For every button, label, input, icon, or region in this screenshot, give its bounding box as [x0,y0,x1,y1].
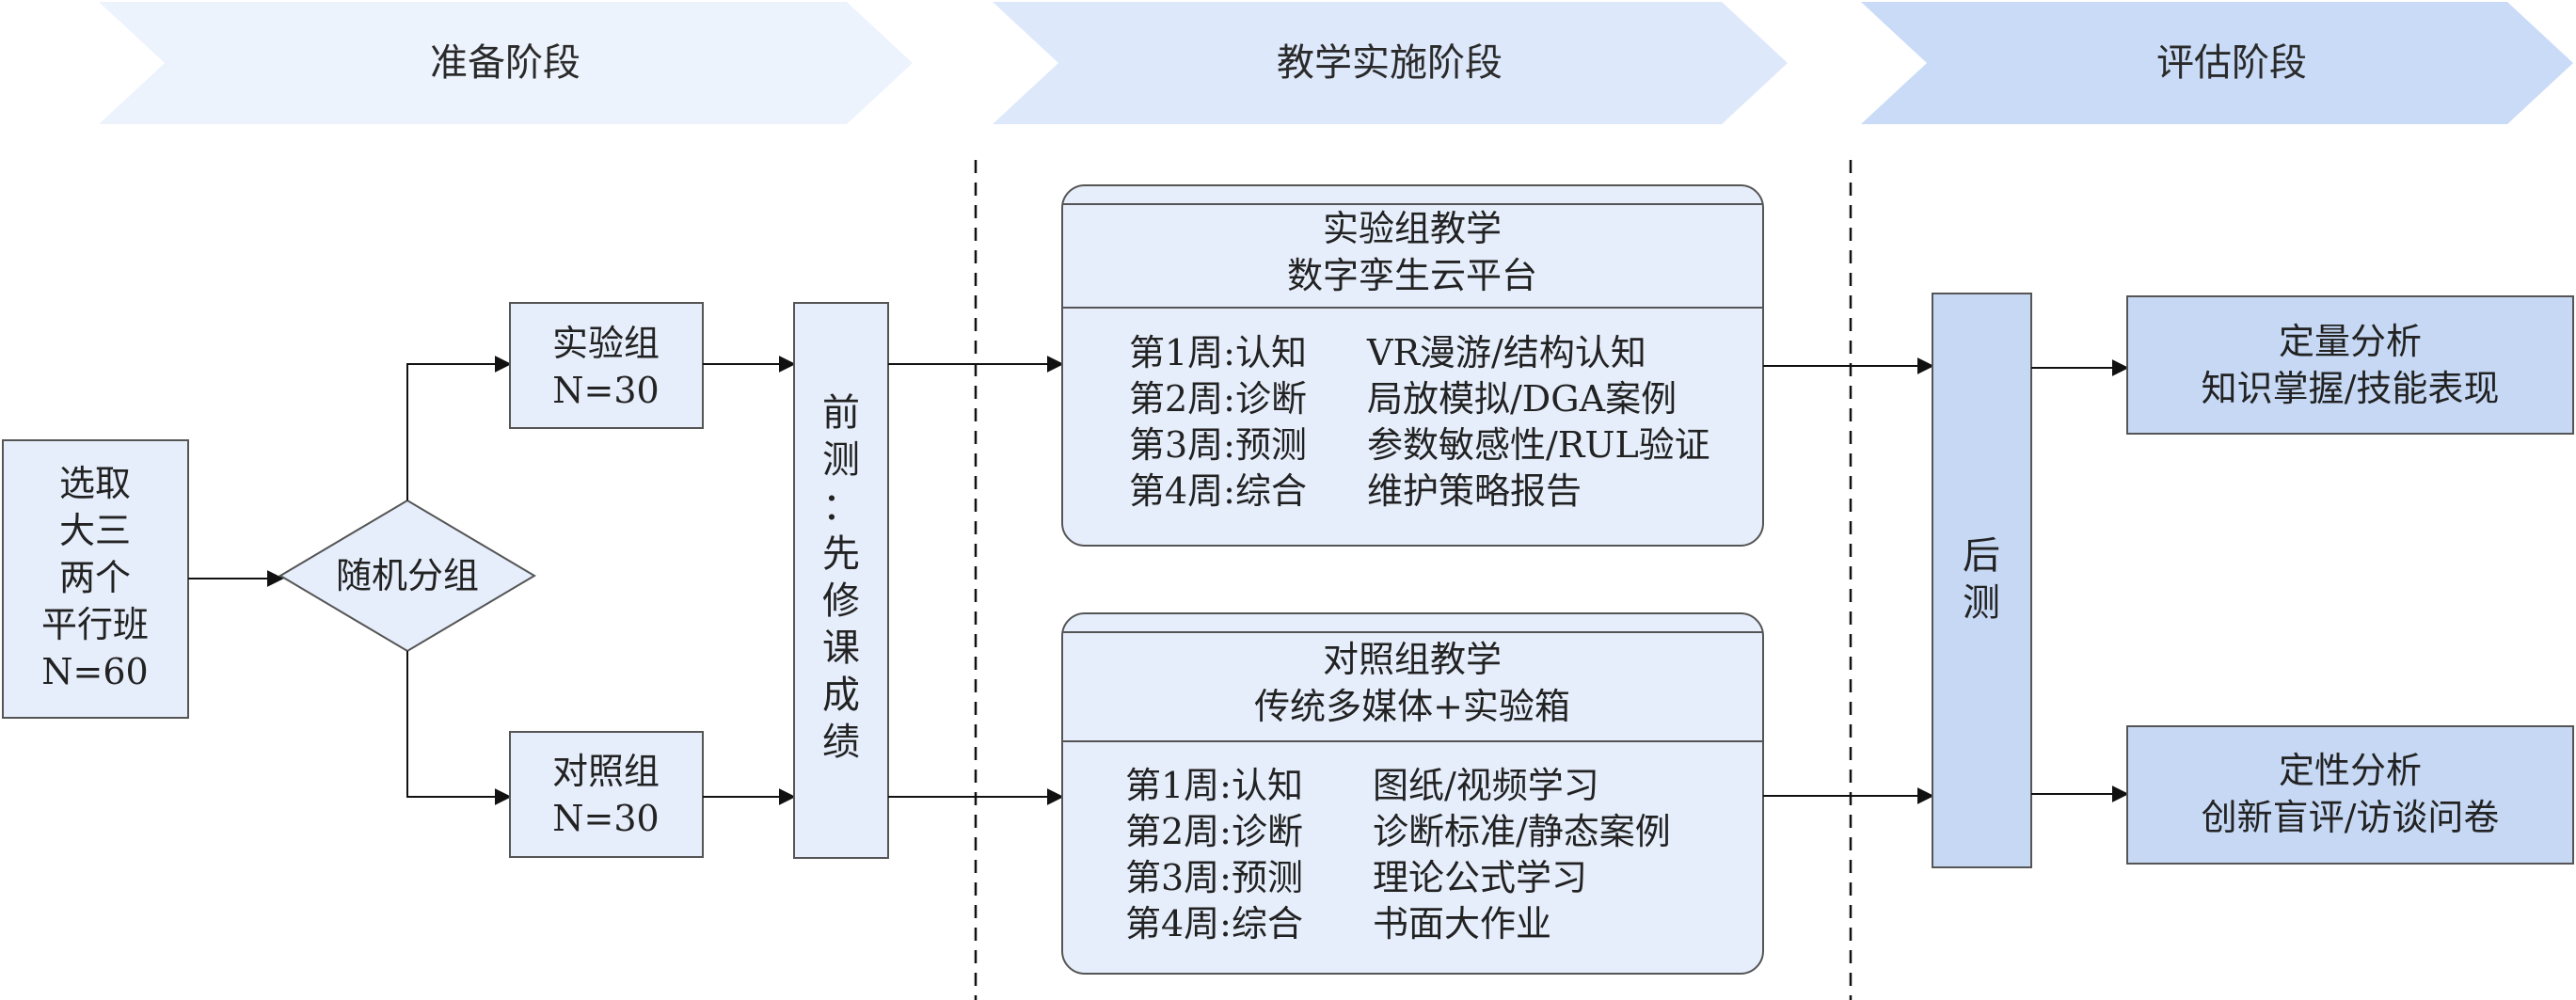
pretest-char-4: 先 [822,532,860,576]
control-group-name: 对照组 [552,751,660,792]
pretest-char-8: 绩 [822,721,860,764]
control-week-1-content: 图纸/视频学习 [1373,765,1599,806]
experimental-week-3-content: 参数敏感性/RUL验证 [1367,424,1710,466]
phase-banner-teaching: 教学实施阶段 [993,2,1788,124]
experimental-week-3-label: 第3周:预测 [1129,424,1307,466]
decision-label: 随机分组 [336,555,479,596]
control-teaching-subtitle: 传统多媒体+实验箱 [1254,686,1570,727]
pretest-char-3: ： [822,485,860,529]
experimental-week-1-label: 第1周:认知 [1129,332,1307,373]
control-week-3-label: 第3周:预测 [1125,857,1303,898]
start-line-5: N=60 [41,651,148,692]
quantitative-analysis-box: 定量分析 知识掌握/技能表现 [2126,295,2574,435]
qualitative-analysis-box: 定性分析 创新盲评/访谈问卷 [2126,725,2574,865]
phase-label-teaching: 教学实施阶段 [1277,41,1503,85]
control-teaching-box: 对照组教学 传统多媒体+实验箱 第1周:认知 图纸/视频学习 第2周:诊断 诊断… [1061,612,1764,975]
pretest-char-1: 前 [822,391,860,435]
start-line-4: 平行班 [41,604,149,645]
pretest-box: 前 测 ： 先 修 课 成 绩 [793,302,889,859]
experimental-group-n: N=30 [552,370,659,411]
experimental-teaching-subtitle: 数字孪生云平台 [1287,255,1537,296]
arrow-decision-to-control [406,651,512,805]
control-week-1-label: 第1周:认知 [1125,765,1303,806]
control-week-4-label: 第4周:综合 [1125,903,1303,944]
qualitative-subtitle: 创新盲评/访谈问卷 [2202,797,2500,838]
start-line-3: 两个 [59,557,131,598]
phase-banner-preparation: 准备阶段 [99,2,913,124]
experimental-week-1-content: VR漫游/结构认知 [1366,332,1646,373]
start-line-2: 大三 [59,510,131,551]
experimental-teaching-box: 实验组教学 数字孪生云平台 第1周:认知 VR漫游/结构认知 第2周:诊断 局放… [1061,184,1764,547]
control-group-box: 对照组 N=30 [509,731,704,858]
start-line-1: 选取 [59,463,131,504]
decision-diamond: 随机分组 [278,499,536,653]
pretest-char-7: 成 [822,674,860,717]
pretest-char-2: 测 [822,438,860,482]
control-week-4-content: 书面大作业 [1373,903,1551,944]
posttest-char-2: 测 [1963,581,2000,625]
experimental-week-4-content: 维护策略报告 [1367,470,1582,512]
control-week-3-content: 理论公式学习 [1373,857,1587,898]
control-week-2-content: 诊断标准/静态案例 [1373,811,1671,852]
control-group-n: N=30 [552,798,659,839]
start-box: 选取 大三 两个 平行班 N=60 [2,439,189,719]
quantitative-subtitle: 知识掌握/技能表现 [2202,368,2500,409]
posttest-char-1: 后 [1963,534,2000,578]
pretest-char-6: 课 [822,627,860,670]
qualitative-title: 定性分析 [2279,750,2422,791]
posttest-box: 后 测 [1932,293,2032,868]
control-week-2-label: 第2周:诊断 [1125,811,1303,852]
experimental-teaching-title: 实验组教学 [1323,208,1502,249]
experimental-group-box: 实验组 N=30 [509,302,704,429]
experimental-week-2-label: 第2周:诊断 [1129,378,1307,420]
pretest-char-5: 修 [822,579,860,623]
phase-label-evaluation: 评估阶段 [2156,41,2307,85]
phase-banner-evaluation: 评估阶段 [1861,2,2573,124]
phase-label-preparation: 准备阶段 [430,41,580,85]
arrow-decision-to-experimental [406,356,512,500]
control-teaching-title: 对照组教学 [1323,639,1502,680]
experimental-group-name: 实验组 [552,323,660,364]
quantitative-title: 定量分析 [2279,321,2422,362]
experimental-week-4-label: 第4周:综合 [1129,470,1307,512]
experimental-week-2-content: 局放模拟/DGA案例 [1367,378,1677,420]
